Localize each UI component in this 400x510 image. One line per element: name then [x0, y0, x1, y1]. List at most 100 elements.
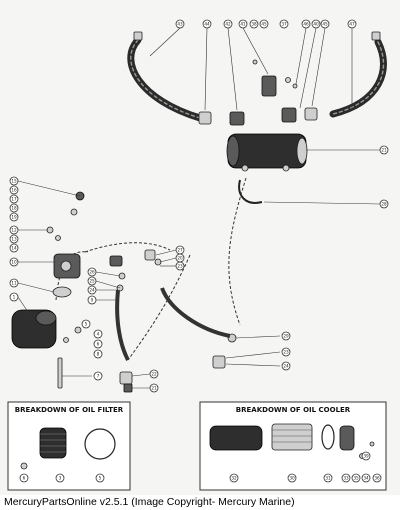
callout-4: 4 — [93, 329, 103, 339]
svg-text:21: 21 — [151, 386, 157, 391]
left-hose — [127, 36, 204, 122]
callout-cooler-30: 30 — [287, 473, 297, 483]
svg-text:24: 24 — [283, 364, 289, 369]
exploded-parts-diagram: BREAKDOWN OF OIL FILTER BREAKDOWN OF OIL… — [0, 0, 400, 495]
oil-filter — [11, 309, 57, 349]
svg-text:24: 24 — [89, 288, 95, 293]
callout-21b: 21 — [149, 383, 159, 393]
callout-29: 29 — [281, 331, 291, 341]
callout-8: 8 — [93, 349, 103, 359]
svg-text:11: 11 — [11, 281, 17, 286]
svg-text:25: 25 — [89, 279, 95, 284]
callout-22: 22 — [149, 369, 159, 379]
callout-28: 28 — [379, 199, 389, 209]
svg-text:29: 29 — [283, 334, 289, 339]
svg-text:28: 28 — [381, 202, 387, 207]
svg-text:30: 30 — [289, 476, 295, 481]
svg-text:6: 6 — [97, 342, 100, 347]
callout-cooler-35: 35 — [351, 473, 361, 483]
svg-text:9: 9 — [91, 298, 94, 303]
svg-text:4: 4 — [97, 332, 100, 337]
wire-28-line — [238, 179, 263, 204]
svg-text:46: 46 — [303, 22, 309, 27]
svg-text:21: 21 — [381, 148, 387, 153]
top-fittings — [133, 31, 381, 126]
callout-45: 45 — [259, 19, 269, 29]
svg-text:18: 18 — [11, 206, 17, 211]
svg-text:12: 12 — [11, 228, 17, 233]
svg-text:8: 8 — [97, 352, 100, 357]
callout-47: 47 — [347, 19, 357, 29]
callout-1: 1 — [9, 292, 19, 302]
callout-15: 15 — [9, 176, 19, 186]
svg-text:6: 6 — [23, 476, 26, 481]
oil-cooler — [226, 133, 308, 172]
svg-text:45: 45 — [322, 22, 328, 27]
callout-14: 14 — [9, 243, 19, 253]
svg-text:31: 31 — [325, 476, 331, 481]
callout-43: 43 — [175, 19, 185, 29]
callout-11: 11 — [9, 278, 19, 288]
svg-text:42: 42 — [225, 22, 231, 27]
callout-45b: 45 — [320, 19, 330, 29]
callout-38: 38 — [249, 19, 259, 29]
callout-23a: 23 — [175, 261, 185, 271]
svg-text:3: 3 — [59, 476, 62, 481]
svg-text:22: 22 — [151, 372, 157, 377]
svg-text:20: 20 — [177, 256, 183, 261]
svg-text:15: 15 — [11, 179, 17, 184]
callout-13: 13 — [9, 234, 19, 244]
svg-text:44: 44 — [204, 22, 210, 27]
svg-text:38: 38 — [251, 22, 257, 27]
center-fittings — [109, 249, 237, 393]
dashed-line-b — [228, 177, 247, 326]
callout-5: 5 — [81, 319, 91, 329]
svg-text:35: 35 — [353, 476, 359, 481]
svg-text:19: 19 — [11, 215, 17, 220]
callout-9: 9 — [87, 295, 97, 305]
callout-cooler-34: 34 — [361, 473, 371, 483]
wire-28 — [238, 179, 263, 204]
svg-text:36: 36 — [374, 476, 380, 481]
filter-adapter — [53, 253, 81, 279]
dashed-line-a — [84, 242, 171, 253]
svg-text:32: 32 — [231, 476, 237, 481]
svg-text:45: 45 — [261, 22, 267, 27]
tube-left — [115, 289, 130, 361]
callout-7: 7 — [93, 371, 103, 381]
svg-text:5: 5 — [85, 322, 88, 327]
callout-20: 20 — [175, 253, 185, 263]
svg-text:13: 13 — [11, 237, 17, 242]
svg-text:7: 7 — [97, 374, 100, 379]
callout-46: 46 — [301, 19, 311, 29]
svg-text:26: 26 — [89, 270, 95, 275]
callout-23b: 23 — [281, 347, 291, 357]
svg-text:23: 23 — [283, 350, 289, 355]
callout-40: 40 — [311, 19, 321, 29]
svg-text:34: 34 — [363, 476, 369, 481]
callout-cooler-39: 39 — [361, 451, 371, 461]
svg-text:47: 47 — [349, 22, 355, 27]
svg-text:17: 17 — [11, 197, 17, 202]
callout-25: 25 — [87, 276, 97, 286]
oil-cooler-box-title: BREAKDOWN OF OIL COOLER — [236, 406, 351, 414]
callout-10: 10 — [9, 257, 19, 267]
callout-26: 26 — [87, 267, 97, 277]
callout-37: 37 — [279, 19, 289, 29]
svg-text:27: 27 — [177, 248, 183, 253]
svg-text:1: 1 — [13, 295, 16, 300]
tube-right — [160, 287, 231, 338]
svg-text:39: 39 — [363, 454, 369, 459]
oil-filter-breakdown-box: BREAKDOWN OF OIL FILTER — [7, 401, 131, 491]
callout-cooler-32: 32 — [229, 473, 239, 483]
callout-18: 18 — [9, 203, 19, 213]
svg-text:5: 5 — [99, 476, 102, 481]
callout-cooler-33: 33 — [341, 473, 351, 483]
image-caption: MercuryPartsOnline v2.5.1 (Image Copyrig… — [4, 496, 295, 508]
dashed-line-c — [127, 254, 191, 361]
callout-12: 12 — [9, 225, 19, 235]
callout-42: 42 — [223, 19, 233, 29]
callout-16: 16 — [9, 185, 19, 195]
callout-6: 6 — [93, 339, 103, 349]
callout-filter-5: 5 — [95, 473, 105, 483]
